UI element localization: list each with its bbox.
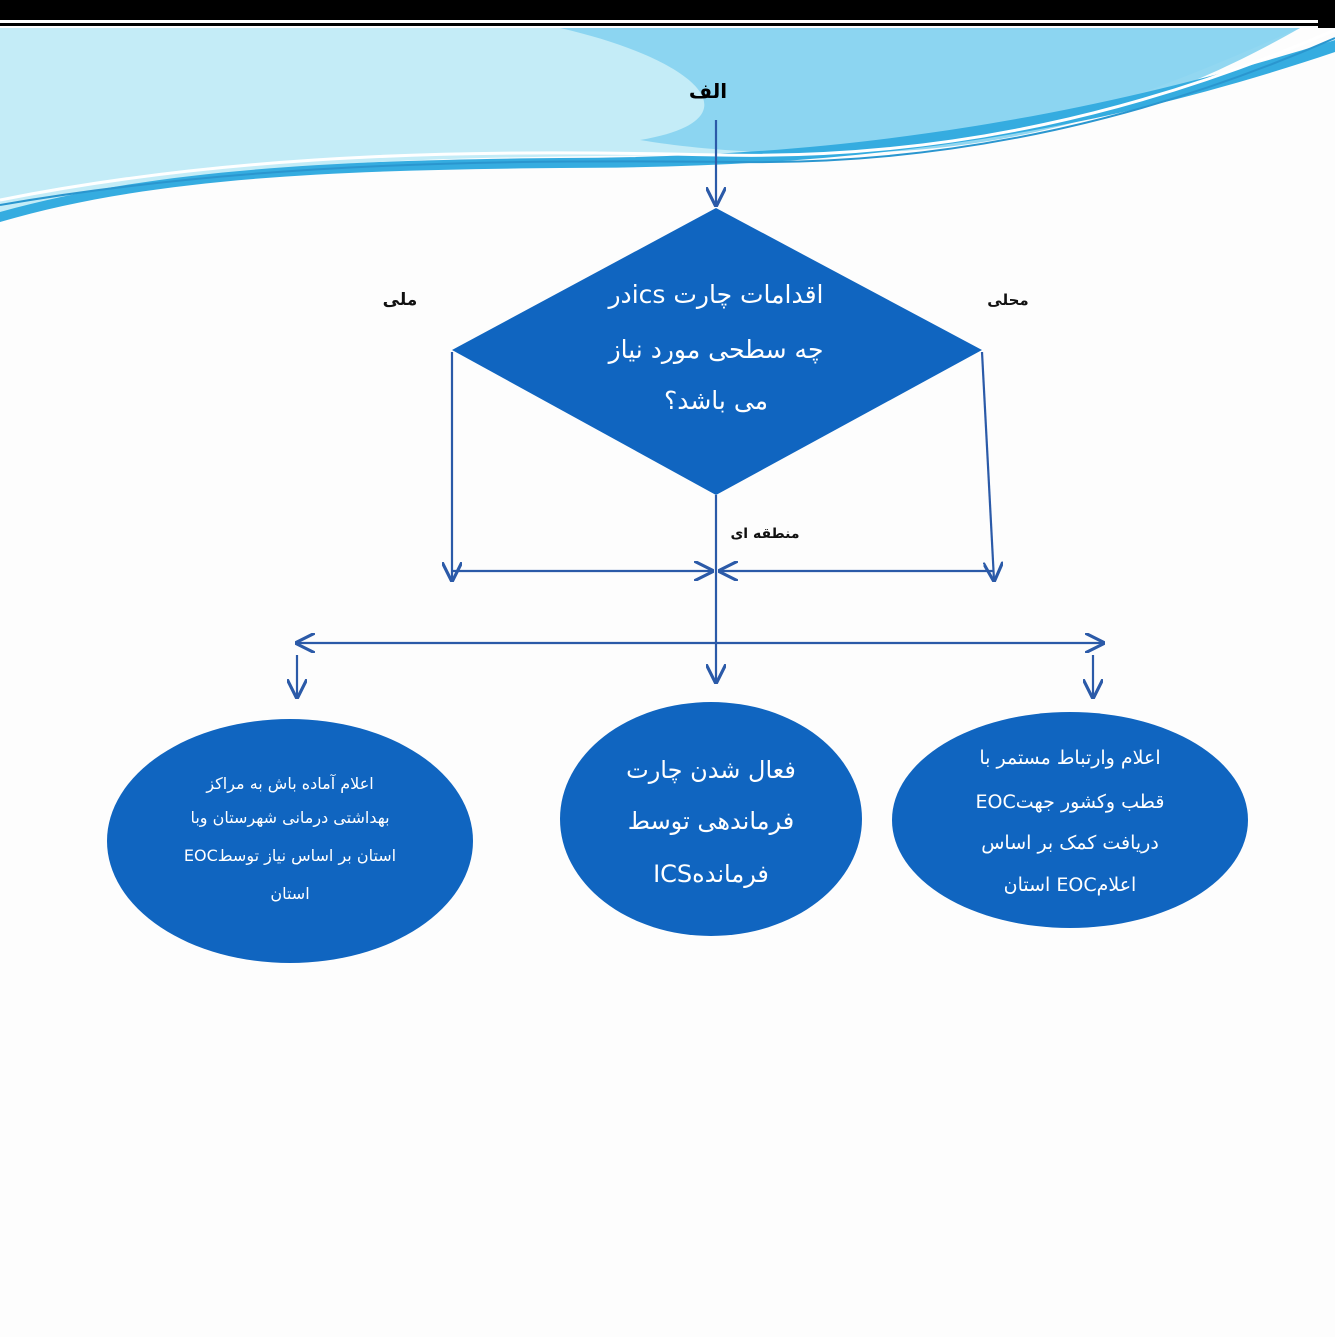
action-right-ellipse <box>892 712 1248 928</box>
label-regional: منطقه ای <box>730 526 799 542</box>
action-center-line-2: فرماندهی توسط <box>628 807 794 835</box>
action-left-line-2: بهداشتی درمانی شهرستان وبا <box>190 808 389 828</box>
action-center-ellipse <box>560 702 862 936</box>
decision-node: اقدامات چارت icsدر چه سطحی مورد نیاز می … <box>452 208 982 495</box>
action-left: اعلام آماده باش به مراکز بهداشتی درمانی … <box>107 719 473 963</box>
corner-block <box>1318 0 1335 28</box>
top-bar <box>0 0 1335 20</box>
decision-line-3: می باشد؟ <box>664 386 768 415</box>
action-right-line-3: دریافت کمک بر اساس <box>981 832 1159 854</box>
action-center-line-1: فعال شدن چارت <box>626 756 796 784</box>
action-right-line-2: EOCقطب وکشور جهت <box>976 791 1165 813</box>
action-center: فعال شدن چارت فرماندهی توسط فرماندهICS <box>560 702 862 936</box>
label-local: محلی <box>987 291 1028 309</box>
wave-line-2 <box>0 37 1335 206</box>
action-right: اعلام وارتباط مستمر با EOCقطب وکشور جهت … <box>892 712 1248 928</box>
action-right-line-1: اعلام وارتباط مستمر با <box>979 747 1160 769</box>
header-letter: الف <box>689 79 727 103</box>
wave-mid <box>560 28 1300 154</box>
action-left-line-3: استان بر اساس نیاز توسطEOC <box>184 846 396 866</box>
decision-diamond <box>452 208 982 495</box>
decision-line-2: چه سطحی مورد نیاز <box>607 335 824 364</box>
connectors <box>297 120 1103 697</box>
action-left-line-1: اعلام آماده باش به مراکز <box>205 774 373 794</box>
line-right-branch <box>980 351 994 580</box>
header-decoration: الف <box>0 0 1335 222</box>
action-left-ellipse <box>107 719 473 963</box>
top-bar-underline <box>0 23 1320 26</box>
decision-line-1: اقدامات چارت icsدر <box>606 280 823 309</box>
action-left-line-4: استان <box>270 884 309 903</box>
action-right-line-4: اعلامEOC استان <box>1004 874 1137 896</box>
label-national: ملی <box>383 290 418 310</box>
action-center-line-3: فرماندهICS <box>653 860 769 888</box>
wave-line-1 <box>0 28 1335 202</box>
